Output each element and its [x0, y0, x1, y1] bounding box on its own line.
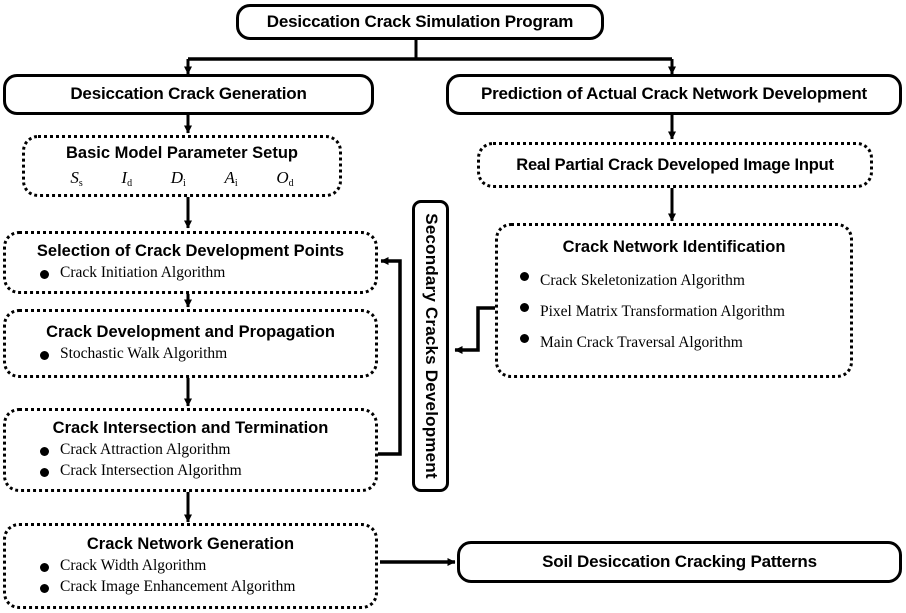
- param-di: Di: [170, 167, 186, 189]
- param-od: Od: [276, 167, 294, 189]
- node-crack-intersection-and-termination[interactable]: Crack Intersection and Termination Crack…: [3, 408, 378, 492]
- node-soil-desiccation-cracking-patterns[interactable]: Soil Desiccation Cracking Patterns: [457, 541, 902, 583]
- node-basic-model-parameter-setup[interactable]: Basic Model Parameter Setup Ss Id Di Ai …: [22, 135, 342, 197]
- node-selection-of-crack-development-points[interactable]: Selection of Crack Development Points Cr…: [3, 231, 378, 294]
- node-output-label: Soil Desiccation Cracking Patterns: [542, 551, 817, 571]
- node-prediction-of-actual-crack-network-development[interactable]: Prediction of Actual Crack Network Devel…: [446, 74, 902, 115]
- node-real-partial-crack-developed-image-input[interactable]: Real Partial Crack Developed Image Input: [477, 142, 873, 188]
- node-root-label: Desiccation Crack Simulation Program: [266, 11, 574, 31]
- node-desiccation-crack-generation-label: Desiccation Crack Generation: [70, 84, 307, 104]
- list-item: Crack Intersection Algorithm: [40, 461, 375, 481]
- param-ss: Ss: [70, 167, 83, 189]
- node-crack-network-identification[interactable]: Crack Network Identification Crack Skele…: [495, 223, 853, 378]
- param-id: Id: [121, 167, 133, 189]
- list-item: Crack Skeletonization Algorithm: [520, 265, 850, 296]
- algorithm-list-development: Stochastic Walk Algorithm: [6, 344, 375, 364]
- node-crack-development-and-propagation[interactable]: Crack Development and Propagation Stocha…: [3, 309, 378, 378]
- node-selection-header: Selection of Crack Development Points: [36, 241, 345, 260]
- list-item: Stochastic Walk Algorithm: [40, 344, 375, 364]
- node-root[interactable]: Desiccation Crack Simulation Program: [236, 4, 604, 40]
- algorithm-list-generation: Crack Width Algorithm Crack Image Enhanc…: [6, 556, 375, 597]
- node-real-partial-label: Real Partial Crack Developed Image Input: [516, 155, 834, 174]
- list-item: Crack Image Enhancement Algorithm: [40, 577, 375, 597]
- node-basic-model-parameter-setup-header: Basic Model Parameter Setup: [66, 144, 298, 163]
- list-item: Main Crack Traversal Algorithm: [520, 327, 850, 358]
- algorithm-list-selection: Crack Initiation Algorithm: [6, 263, 375, 283]
- model-parameter-list: Ss Id Di Ai Od: [25, 166, 339, 189]
- node-crack-network-generation-header: Crack Network Generation: [86, 534, 295, 553]
- param-ai: Ai: [224, 167, 238, 189]
- algorithm-list-identification: Crack Skeletonization Algorithm Pixel Ma…: [498, 265, 850, 358]
- node-crack-intersection-header: Crack Intersection and Termination: [52, 418, 329, 437]
- node-desiccation-crack-generation[interactable]: Desiccation Crack Generation: [3, 74, 374, 115]
- node-crack-network-identification-header: Crack Network Identification: [562, 238, 786, 256]
- node-prediction-label: Prediction of Actual Crack Network Devel…: [481, 84, 867, 104]
- algorithm-list-intersection: Crack Attraction Algorithm Crack Interse…: [6, 440, 375, 481]
- node-crack-development-header: Crack Development and Propagation: [46, 322, 335, 341]
- list-item: Crack Initiation Algorithm: [40, 263, 375, 283]
- node-secondary-cracks-development-label: Secondary Cracks Development: [421, 213, 441, 479]
- list-item: Crack Attraction Algorithm: [40, 440, 375, 460]
- node-secondary-cracks-development[interactable]: Secondary Cracks Development: [412, 200, 449, 492]
- list-item: Crack Width Algorithm: [40, 556, 375, 576]
- list-item: Pixel Matrix Transformation Algorithm: [520, 296, 850, 327]
- node-crack-network-generation[interactable]: Crack Network Generation Crack Width Alg…: [3, 523, 378, 609]
